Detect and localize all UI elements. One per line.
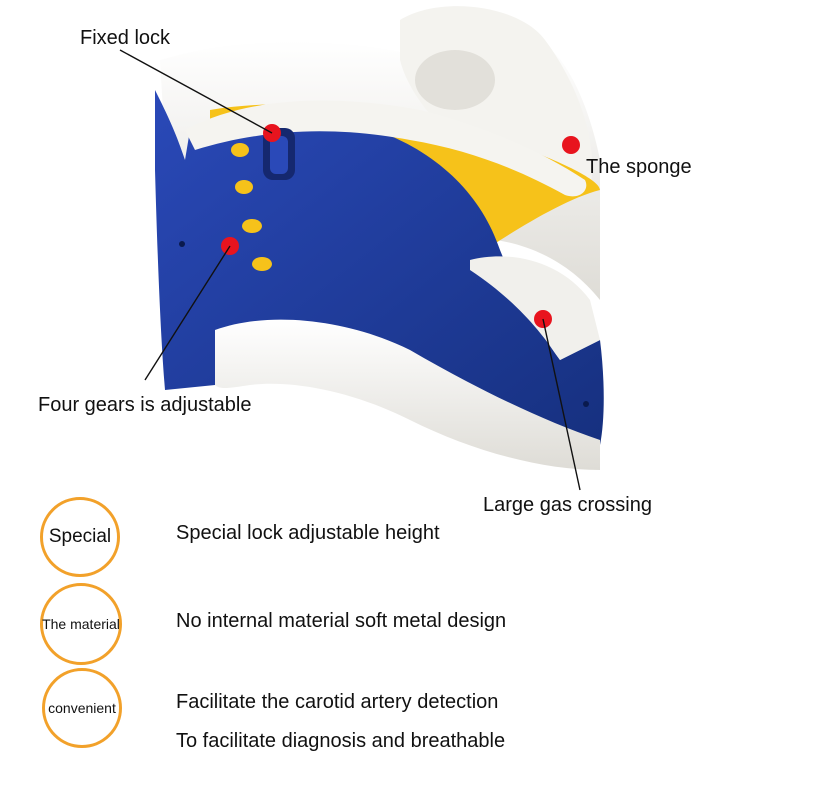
badge-material: The material bbox=[40, 583, 122, 665]
badge-special-label: Special bbox=[48, 526, 112, 547]
feature-material-text: No internal material soft metal design bbox=[176, 610, 507, 632]
callout-gears: Four gears is adjustable bbox=[38, 394, 252, 416]
chin-rest-shadow bbox=[415, 50, 495, 110]
badge-material-label: The material bbox=[42, 616, 120, 632]
badge-convenient: convenient bbox=[42, 668, 122, 748]
side-hole-left bbox=[179, 241, 185, 247]
badge-special: Special bbox=[40, 497, 120, 577]
callout-fixed-lock: Fixed lock bbox=[80, 27, 171, 49]
blue-collar-body bbox=[155, 90, 604, 445]
gear-hole-4 bbox=[252, 257, 272, 271]
leader-gas bbox=[542, 318, 581, 491]
feature-convenient-text-1: Facilitate the carotid artery detection bbox=[176, 691, 499, 713]
gear-hole-3 bbox=[242, 219, 262, 233]
badge-convenient-label: convenient bbox=[48, 700, 116, 716]
callout-gas: Large gas crossing bbox=[483, 494, 652, 516]
callout-sponge: The sponge bbox=[586, 156, 692, 178]
leader-gears bbox=[144, 245, 231, 381]
sponge-top-rim bbox=[185, 100, 587, 197]
inner-right-sponge bbox=[470, 256, 600, 360]
marker-sponge bbox=[562, 136, 580, 154]
side-hole-right bbox=[583, 401, 589, 407]
gear-hole-2 bbox=[235, 180, 253, 194]
feature-convenient-text-2: To facilitate diagnosis and breathable bbox=[176, 730, 506, 752]
leader-fixed-lock bbox=[119, 49, 273, 134]
gear-hole-1 bbox=[231, 143, 249, 157]
sponge-bottom bbox=[215, 319, 600, 470]
feature-special-text: Special lock adjustable height bbox=[176, 522, 440, 544]
